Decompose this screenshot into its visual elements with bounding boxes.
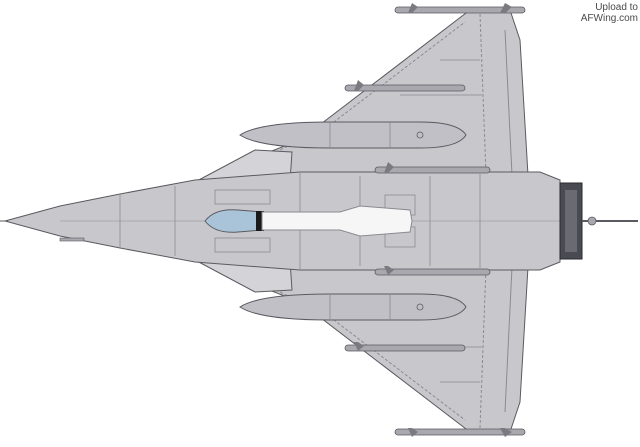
canopy <box>204 209 264 233</box>
drop-tank-icon <box>239 121 467 321</box>
watermark-line-1: Upload to <box>595 2 638 13</box>
tail <box>559 182 638 260</box>
centerline-tank <box>261 205 413 237</box>
missile-icon <box>344 3 526 437</box>
watermark: Upload to AFWing.com <box>548 2 638 24</box>
watermark-line-2: AFWing.com <box>580 13 638 24</box>
